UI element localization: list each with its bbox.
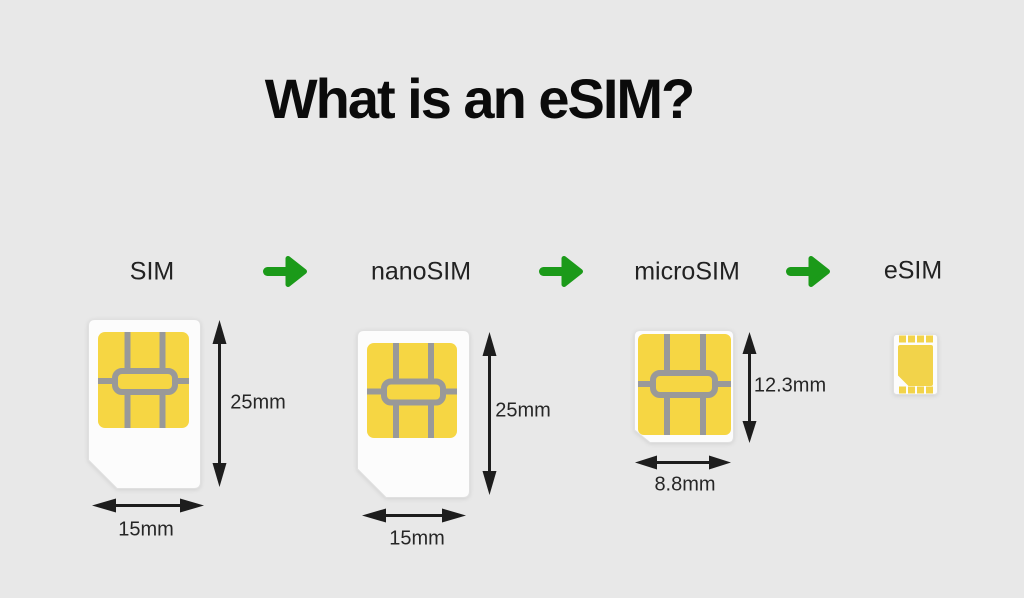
esim-chip-body [898, 345, 933, 386]
esim-chip-pins [899, 335, 933, 394]
stage-label-microsim: microSIM [634, 257, 740, 286]
microsim-card-illustration [634, 330, 734, 443]
right-arrow-icon [263, 256, 307, 287]
sim-contact-pad [98, 332, 189, 428]
stage-label-esim: eSIM [883, 256, 943, 285]
sim-width-label: 15mm [118, 518, 174, 541]
stage-label-sim: SIM [129, 257, 175, 286]
nanosim-width-dimension-arrow-icon [362, 508, 466, 523]
microsim-contact-pad [638, 334, 731, 435]
page-title: What is an eSIM? [264, 67, 695, 130]
nanosim-card-illustration [357, 330, 470, 498]
microsim-width-dimension-arrow-icon [635, 455, 731, 470]
stage-label-nanosim: nanoSIM [370, 257, 472, 286]
microsim-height-label: 12.3mm [753, 374, 827, 397]
sim-height-dimension-arrow-icon [212, 320, 227, 487]
microsim-height-dimension-arrow-icon [742, 332, 757, 443]
nanosim-contact-pad [367, 343, 457, 438]
right-arrow-icon [539, 256, 583, 287]
sim-card-illustration [88, 319, 201, 489]
nanosim-height-dimension-arrow-icon [482, 332, 497, 495]
sim-height-label: 25mm [230, 391, 286, 414]
nanosim-height-label: 25mm [495, 399, 551, 422]
esim-chip-illustration [893, 334, 938, 395]
microsim-width-label: 8.8mm [654, 473, 716, 496]
nanosim-width-label: 15mm [389, 527, 445, 550]
right-arrow-icon [786, 256, 830, 287]
sim-width-dimension-arrow-icon [92, 498, 204, 513]
